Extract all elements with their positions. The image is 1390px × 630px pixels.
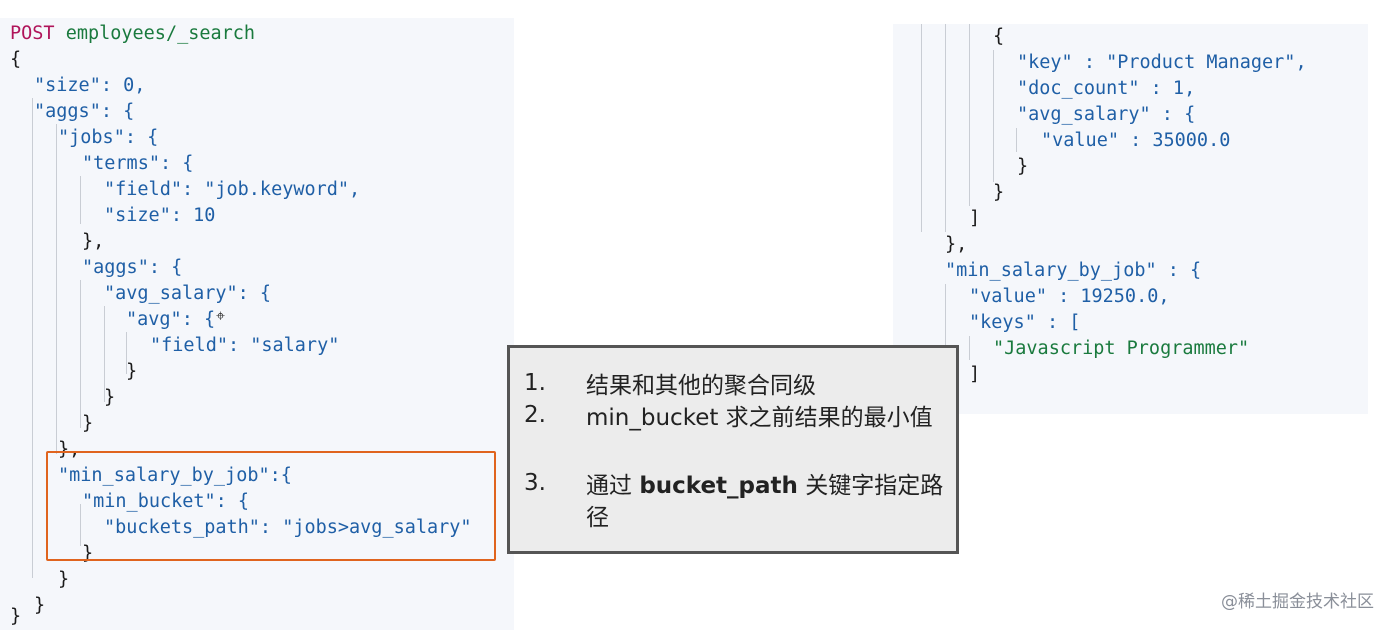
code-line: "size": 0, [34, 75, 146, 96]
code-line: "field": "job.keyword", [104, 179, 361, 200]
code-line: } [1017, 156, 1029, 177]
code-line: } [104, 387, 116, 408]
code-line: "terms": { [82, 153, 194, 174]
code-line: "buckets_path": "jobs>avg_salary" [104, 517, 472, 538]
code-line: { [993, 26, 1005, 47]
notes-callout: 1. 结果和其他的聚合同级 2. min_bucket 求之前结果的最小值 3.… [507, 345, 959, 554]
http-method: POST [10, 23, 55, 44]
watermark: @稀土掘金技术社区 [1221, 592, 1374, 612]
code-line: } [993, 182, 1005, 203]
request-code-panel [0, 18, 514, 630]
note-text: min_bucket 求之前结果的最小值 [586, 405, 933, 431]
code-line: ] [969, 364, 981, 385]
code-line: } [82, 543, 94, 564]
note-text: 结果和其他的聚合同级 [586, 373, 816, 399]
code-line: } [82, 413, 94, 434]
keyword-bold: bucket_path [639, 473, 798, 499]
code-line: "min_salary_by_job" : { [945, 260, 1202, 281]
code-line: "keys" : [ [969, 312, 1081, 333]
code-line: "jobs": { [58, 127, 159, 148]
code-line: "min_salary_by_job":{ [58, 465, 292, 486]
note-number: 1. [524, 370, 546, 396]
code-line: ] [969, 208, 981, 229]
code-line: } [34, 595, 46, 616]
code-line: } [58, 569, 70, 590]
code-line: "key" : "Product Manager", [1017, 52, 1307, 73]
code-line: "min_bucket": { [82, 491, 250, 512]
code-line: "value" : 35000.0 [1041, 130, 1231, 151]
code-line: "doc_count" : 1, [1017, 78, 1196, 99]
code-line: }, [82, 231, 105, 252]
response-code-panel [893, 24, 1368, 414]
code-line: "aggs": { [82, 257, 183, 278]
code-line: "value" : 19250.0, [969, 286, 1170, 307]
code-line: } [10, 606, 22, 627]
highlight-box [46, 451, 496, 561]
code-line: { [10, 49, 22, 70]
code-line: } [126, 361, 138, 382]
code-line: "avg": { [126, 309, 216, 330]
note-number: 3. [524, 470, 546, 496]
note-text: 通过 bucket_path 关键字指定路径 [586, 473, 944, 531]
code-line: "size": 10 [104, 205, 216, 226]
mouse-cursor-icon: ⌖ [216, 306, 226, 325]
code-line: "aggs": { [34, 101, 135, 122]
note-number: 2. [524, 402, 546, 428]
code-line: }, [945, 234, 968, 255]
code-line: }, [58, 439, 81, 460]
code-line: "avg_salary": { [104, 283, 272, 304]
code-line: "avg_salary" : { [1017, 104, 1196, 125]
code-line: "field": "salary" [150, 335, 340, 356]
request-path: employees/_search [65, 23, 256, 44]
request-line: POST employees/_search [10, 21, 255, 47]
code-line: "Javascript Programmer" [993, 338, 1250, 359]
